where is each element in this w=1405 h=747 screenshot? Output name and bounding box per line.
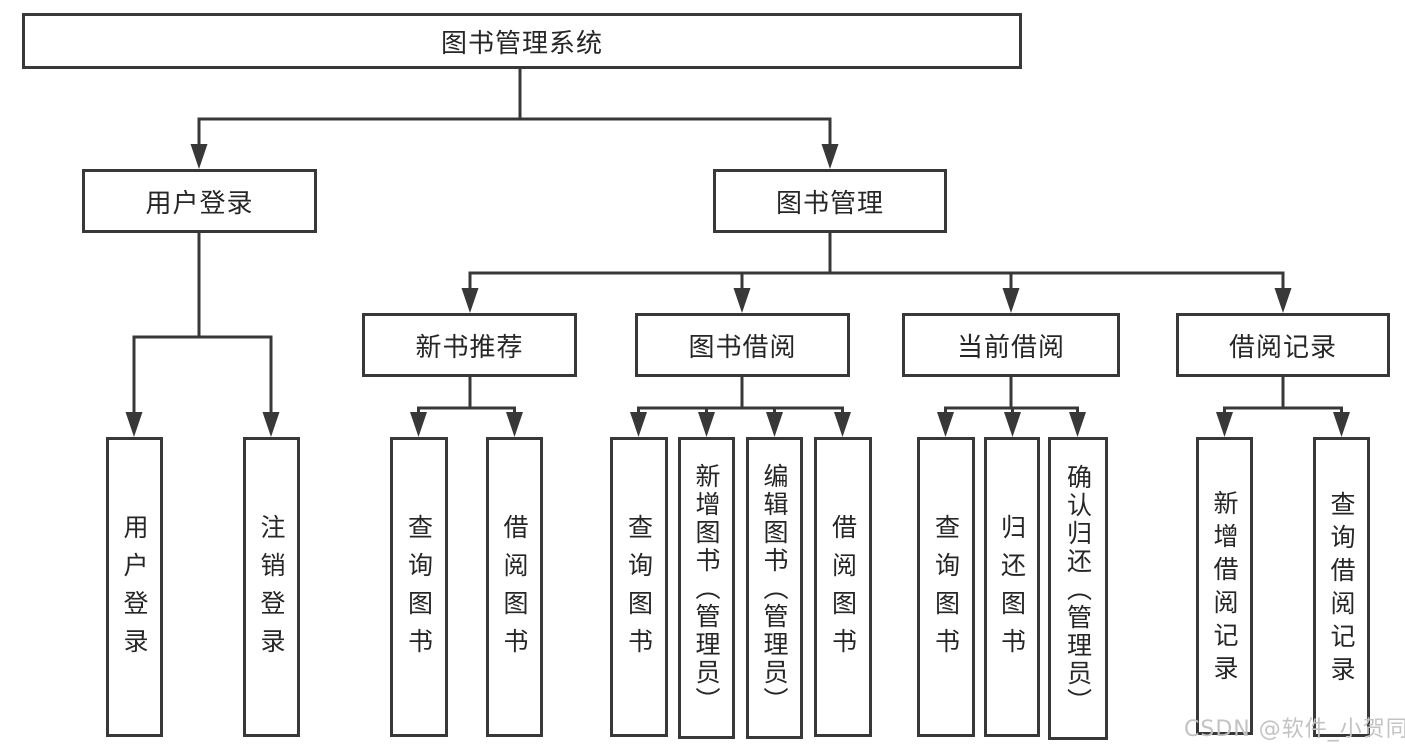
leaf-add-books-admin: 新增图书（管理员）: [678, 437, 735, 739]
leaf-borrow-books-recommend: 借阅图书: [486, 437, 543, 737]
leaf-borrow-books-borrowing: 借阅图书: [814, 437, 872, 737]
arrowheads: [125, 144, 1350, 437]
node-current-borrowing: 当前借阅: [902, 313, 1120, 377]
leaf-return-books: 归还图书: [984, 437, 1040, 737]
leaf-query-books-recommend: 查询图书: [390, 437, 448, 737]
leaf-logout: 注销登录: [243, 437, 300, 737]
csdn-watermark: CSDN @软件_小贺同学: [1184, 717, 1405, 742]
leaf-query-books-current: 查询图书: [917, 437, 975, 737]
node-book-management-branch: 图书管理: [713, 169, 947, 233]
leaf-confirm-return-admin: 确认归还（管理员）: [1048, 437, 1108, 740]
leaf-user-login: 用户登录: [106, 437, 163, 737]
node-user-login-branch: 用户登录: [82, 169, 317, 233]
node-book-borrowing: 图书借阅: [635, 313, 850, 377]
node-borrowing-records: 借阅记录: [1176, 313, 1390, 377]
leaf-query-books-borrowing: 查询图书: [610, 437, 668, 737]
node-library-management-system: 图书管理系统: [22, 13, 1022, 69]
leaf-edit-books-admin: 编辑图书（管理员）: [746, 437, 803, 739]
node-new-book-recommendation: 新书推荐: [362, 313, 577, 377]
leaf-add-borrow-record: 新增借阅记录: [1196, 437, 1253, 735]
leaf-query-borrow-record: 查询借阅记录: [1313, 437, 1370, 737]
